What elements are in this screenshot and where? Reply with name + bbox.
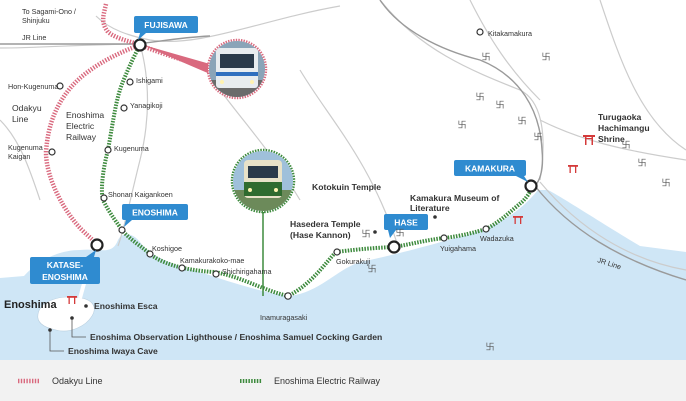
- station-kugenuma-kaigan-line1: Kugenuma: [8, 143, 43, 152]
- callout-katase-line2: ENOSHIMA: [42, 272, 88, 282]
- station-kugenuma: Kugenuma: [114, 144, 149, 153]
- callout-katase-line1: KATASE-: [47, 260, 84, 270]
- station-gokurakuji: Gokurakuji: [336, 257, 371, 266]
- landmark-esca-dot: [84, 304, 88, 308]
- temple-symbol-icon: 卐: [541, 52, 550, 63]
- temple-symbol-icon: 卐: [495, 100, 504, 111]
- station-inamuragasaki: Inamuragasaki: [260, 313, 308, 322]
- legend-enoden-label: Enoshima Electric Railway: [274, 376, 381, 386]
- station-kamakurakoko-mae: Kamakurakoko-mae: [180, 256, 244, 265]
- callout-kamakura-label: KAMAKURA: [465, 164, 515, 174]
- temple-symbol-icon: 卐: [533, 132, 542, 143]
- landmark-kotokuin: Kotokuin Temple: [312, 182, 381, 192]
- station-koshigoe: Koshigoe: [152, 244, 182, 253]
- landmark-turugaoka-line3: Shrine: [598, 134, 625, 144]
- enoden-train-photo: [230, 148, 296, 214]
- landmark-iwaya: Enoshima Iwaya Cave: [68, 346, 158, 356]
- callout-hase-label: HASE: [394, 218, 418, 228]
- landmark-hasedera-line1: Hasedera Temple: [290, 219, 361, 229]
- landmark-lighthouse-dot: [70, 316, 74, 320]
- temple-symbol-icon: 卐: [485, 342, 494, 353]
- station-kugenuma-kaigan-line2: Kaigan: [8, 152, 30, 161]
- landmark-hasedera-dot: [373, 230, 377, 234]
- callout-kamakura: KAMAKURA: [454, 160, 528, 182]
- odakyu-pointer: [140, 44, 210, 74]
- enoshima-island: [37, 296, 95, 332]
- enoden-line-label-1: Enoshima: [66, 110, 104, 120]
- odakyu-train-photo: [206, 38, 268, 100]
- landmark-iwaya-dot: [48, 328, 52, 332]
- callout-enoshima: ENOSHIMA: [122, 204, 188, 227]
- landmark-museum-line2: Literature: [410, 203, 450, 213]
- station-ishigami: Ishigami: [136, 76, 163, 85]
- temple-symbol-icon: 卐: [395, 228, 404, 239]
- station-hon-kugenuma: Hon-Kugenuma: [8, 82, 58, 91]
- temple-symbol-icon: 卐: [457, 120, 466, 131]
- callout-fujisawa: FUJISAWA: [134, 16, 198, 40]
- landmark-enoshima-island: Enoshima: [4, 299, 57, 311]
- landmark-museum-line1: Kamakura Museum of: [410, 193, 499, 203]
- station-yuigahama: Yuigahama: [440, 244, 476, 253]
- station-shichirigahama: Shichirigahama: [222, 267, 272, 276]
- landmark-turugaoka-line1: Turugaoka: [598, 112, 642, 122]
- temple-symbol-icon: 卐: [621, 140, 630, 151]
- landmark-turugaoka-line2: Hachimangu: [598, 123, 650, 133]
- enoden-line-label-2: Electric: [66, 121, 95, 131]
- top-note-line1: To Sagami-Ono /: [22, 7, 76, 16]
- leader-lighthouse: [71, 318, 86, 338]
- odakyu-line-label-2: Line: [12, 114, 28, 124]
- temple-symbols: 卐卐卐卐卐卐卐卐卐卐卐卐卐卐: [361, 52, 670, 353]
- top-note-line2: Shinjuku: [22, 16, 50, 25]
- legend-enoden: Enoshima Electric Railway: [240, 376, 381, 386]
- station-yanagikoji: Yanagikoji: [130, 101, 163, 110]
- landmark-hasedera-line2: (Hase Kannon): [290, 230, 351, 240]
- major-stations: [90, 38, 538, 254]
- enoden-line-label-3: Railway: [66, 132, 97, 142]
- temple-symbol-icon: 卐: [517, 116, 526, 127]
- landmark-museum-dot: [433, 215, 437, 219]
- station-shonan-kaigankoen: Shonan Kaigankoen: [108, 190, 173, 199]
- temple-symbol-icon: 卐: [367, 264, 376, 275]
- callout-katase: KATASE- ENOSHIMA: [30, 250, 100, 284]
- leader-iwaya: [49, 330, 64, 352]
- station-kitakamakura: Kitakamakura: [488, 29, 532, 38]
- temple-symbol-icon: 卐: [661, 178, 670, 189]
- temple-symbol-icon: 卐: [481, 52, 490, 63]
- callout-hase: HASE: [384, 214, 428, 238]
- legend-odakyu: Odakyu Line: [18, 376, 103, 386]
- small-stations: [48, 28, 490, 300]
- station-wadazuka: Wadazuka: [480, 234, 514, 243]
- landmark-lighthouse: Enoshima Observation Lighthouse / Enoshi…: [90, 332, 382, 342]
- legend-bar: [0, 360, 686, 401]
- odakyu-line-label-1: Odakyu: [12, 103, 42, 113]
- jr-line-label-top: JR Line: [22, 33, 46, 42]
- landmark-esca: Enoshima Esca: [94, 301, 158, 311]
- callout-fujisawa-label: FUJISAWA: [144, 20, 187, 30]
- sea-area: [0, 190, 686, 360]
- legend-odakyu-label: Odakyu Line: [52, 376, 103, 386]
- temple-symbol-icon: 卐: [475, 92, 484, 103]
- callout-enoshima-label: ENOSHIMA: [132, 208, 178, 218]
- temple-symbol-icon: 卐: [637, 158, 646, 169]
- temple-symbol-icon: 卐: [361, 229, 370, 240]
- torii-icon: [67, 135, 595, 304]
